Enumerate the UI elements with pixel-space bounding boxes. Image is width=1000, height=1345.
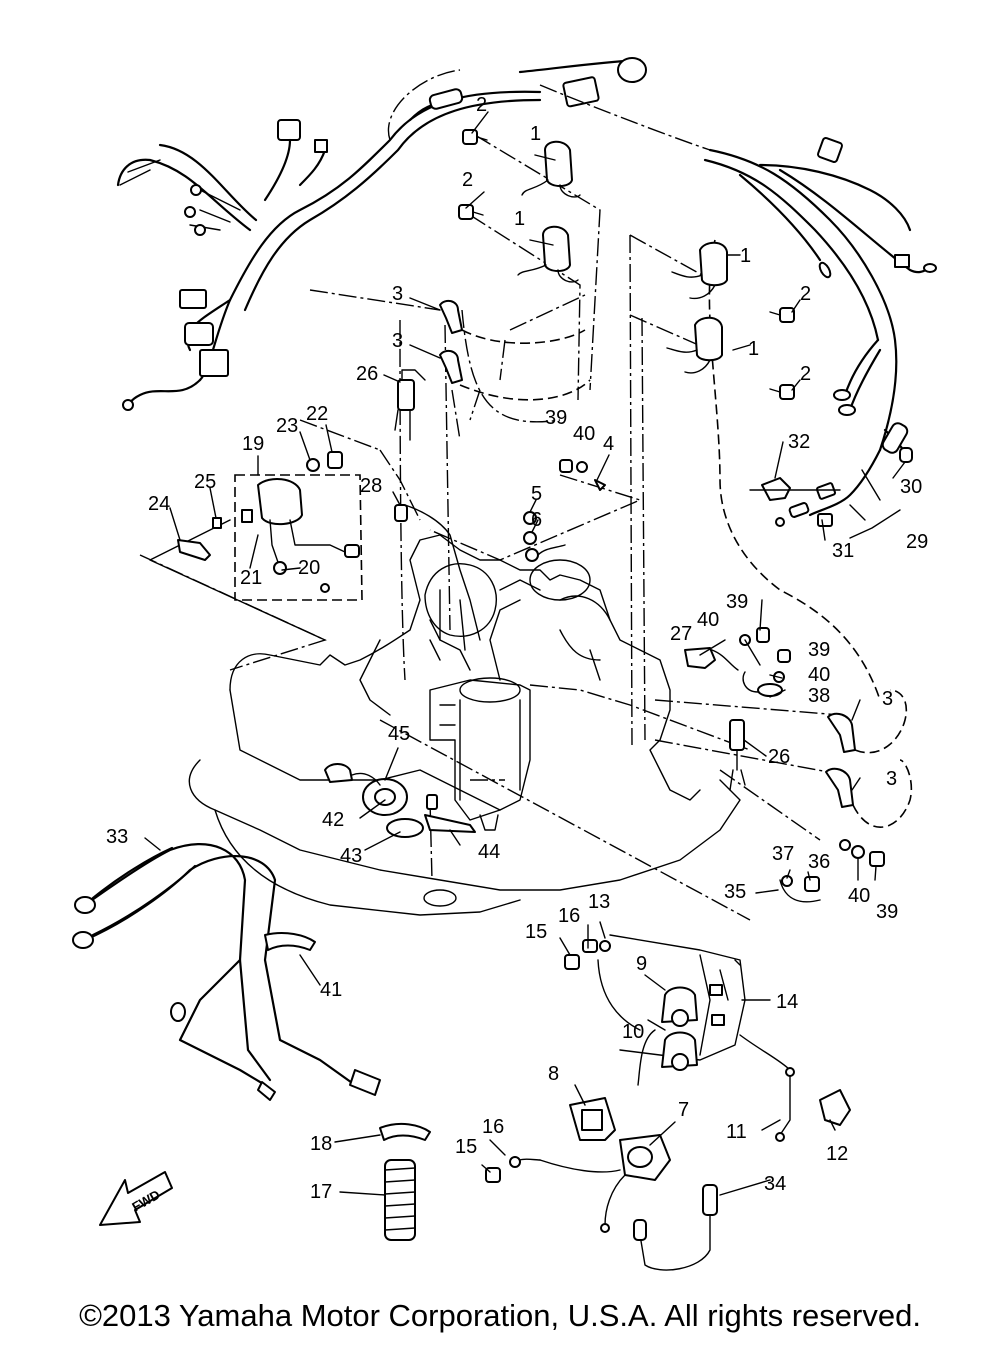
callout-26: 26	[768, 746, 790, 768]
callout-38: 38	[808, 685, 830, 707]
rectifier-part-19	[241, 478, 360, 593]
callout-3: 3	[392, 330, 403, 352]
callout-11: 11	[726, 1121, 747, 1143]
callout-5: 5	[531, 483, 542, 505]
callout-42: 42	[322, 809, 344, 831]
callout-1: 1	[740, 245, 751, 267]
callout-2: 2	[800, 363, 811, 385]
starter-motor	[429, 677, 531, 831]
callout-25: 25	[194, 471, 216, 493]
callout-39: 39	[876, 901, 898, 923]
fwd-direction-arrow: FWD	[99, 1171, 173, 1226]
coil-1d	[666, 316, 723, 374]
callout-2: 2	[476, 94, 487, 116]
callout-13: 13	[588, 891, 610, 913]
callout-15: 15	[525, 921, 547, 943]
sensor-part-26	[394, 369, 746, 791]
callout-24: 24	[148, 493, 170, 515]
callout-7: 7	[678, 1099, 689, 1121]
callout-41: 41	[320, 979, 342, 1001]
coil-1b	[517, 225, 579, 283]
callout-43: 43	[340, 845, 362, 867]
callout-28: 28	[360, 475, 382, 497]
group-19-enclosure	[149, 474, 363, 641]
callout-6: 6	[531, 509, 542, 531]
callout-16: 16	[482, 1116, 504, 1138]
callout-39: 39	[726, 591, 748, 613]
callout-29: 29	[906, 531, 928, 553]
callout-16: 16	[558, 905, 580, 927]
callout-9: 9	[636, 953, 647, 975]
callout-22: 22	[306, 403, 328, 425]
plug-caps-part-3	[439, 299, 913, 828]
callout-17: 17	[310, 1181, 332, 1203]
cylinder-head-outline	[424, 563, 497, 661]
callout-44: 44	[478, 841, 500, 863]
parts-42-45	[324, 763, 476, 838]
cable-part-34	[633, 1184, 718, 1271]
callout-39: 39	[545, 407, 567, 429]
callout-12: 12	[826, 1143, 848, 1165]
parts-17-18	[379, 1122, 431, 1241]
callout-2: 2	[462, 169, 473, 191]
callout-14: 14	[776, 991, 798, 1013]
callout-18: 18	[310, 1133, 332, 1155]
callout-20: 20	[298, 557, 320, 579]
callout-3: 3	[392, 283, 403, 305]
callout-10: 10	[622, 1021, 644, 1043]
callout-31: 31	[832, 540, 854, 562]
callout-2: 2	[800, 283, 811, 305]
callout-3: 3	[882, 688, 893, 710]
callout-4: 4	[603, 433, 614, 455]
callout-39: 39	[808, 639, 830, 661]
callout-32: 32	[788, 431, 810, 453]
electric-box-part-14	[485, 934, 851, 1233]
misc-small-parts	[177, 451, 885, 903]
part-callouts: 1 1 1 1 2 2 2 2 3 3 3 3 4 5 6 7 8 9 10 1…	[106, 94, 928, 1203]
callout-3: 3	[886, 768, 897, 790]
callout-40: 40	[808, 664, 830, 686]
callout-26: 26	[356, 363, 378, 385]
callout-45: 45	[388, 723, 410, 745]
callout-40: 40	[697, 609, 719, 631]
callout-40: 40	[573, 423, 595, 445]
copyright-notice: ©2013 Yamaha Motor Corporation, U.S.A. A…	[79, 1298, 921, 1333]
callout-8: 8	[548, 1063, 559, 1085]
callout-19: 19	[242, 433, 264, 455]
leader-lines	[144, 111, 906, 1196]
callout-34: 34	[764, 1173, 786, 1195]
main-wire-harness	[116, 57, 647, 411]
callout-23: 23	[276, 415, 298, 437]
callout-1: 1	[748, 338, 759, 360]
callout-40: 40	[848, 885, 870, 907]
callout-33: 33	[106, 826, 128, 848]
callout-15: 15	[455, 1136, 477, 1158]
right-wire-harness	[703, 137, 937, 527]
battery-cables-part-33	[72, 843, 381, 1101]
coil-1a	[521, 140, 581, 198]
callout-1: 1	[514, 208, 525, 230]
bolts-part-2	[458, 129, 795, 400]
reference-lines	[139, 69, 881, 921]
callout-36: 36	[808, 851, 830, 873]
callout-27: 27	[670, 623, 692, 645]
callout-35: 35	[724, 881, 746, 903]
engine-block-outline	[188, 504, 741, 916]
callout-30: 30	[900, 476, 922, 498]
callout-1: 1	[530, 123, 541, 145]
ignition-coils	[517, 140, 728, 374]
coil-1c	[671, 241, 728, 300]
callout-21: 21	[240, 567, 262, 589]
callout-37: 37	[772, 843, 794, 865]
